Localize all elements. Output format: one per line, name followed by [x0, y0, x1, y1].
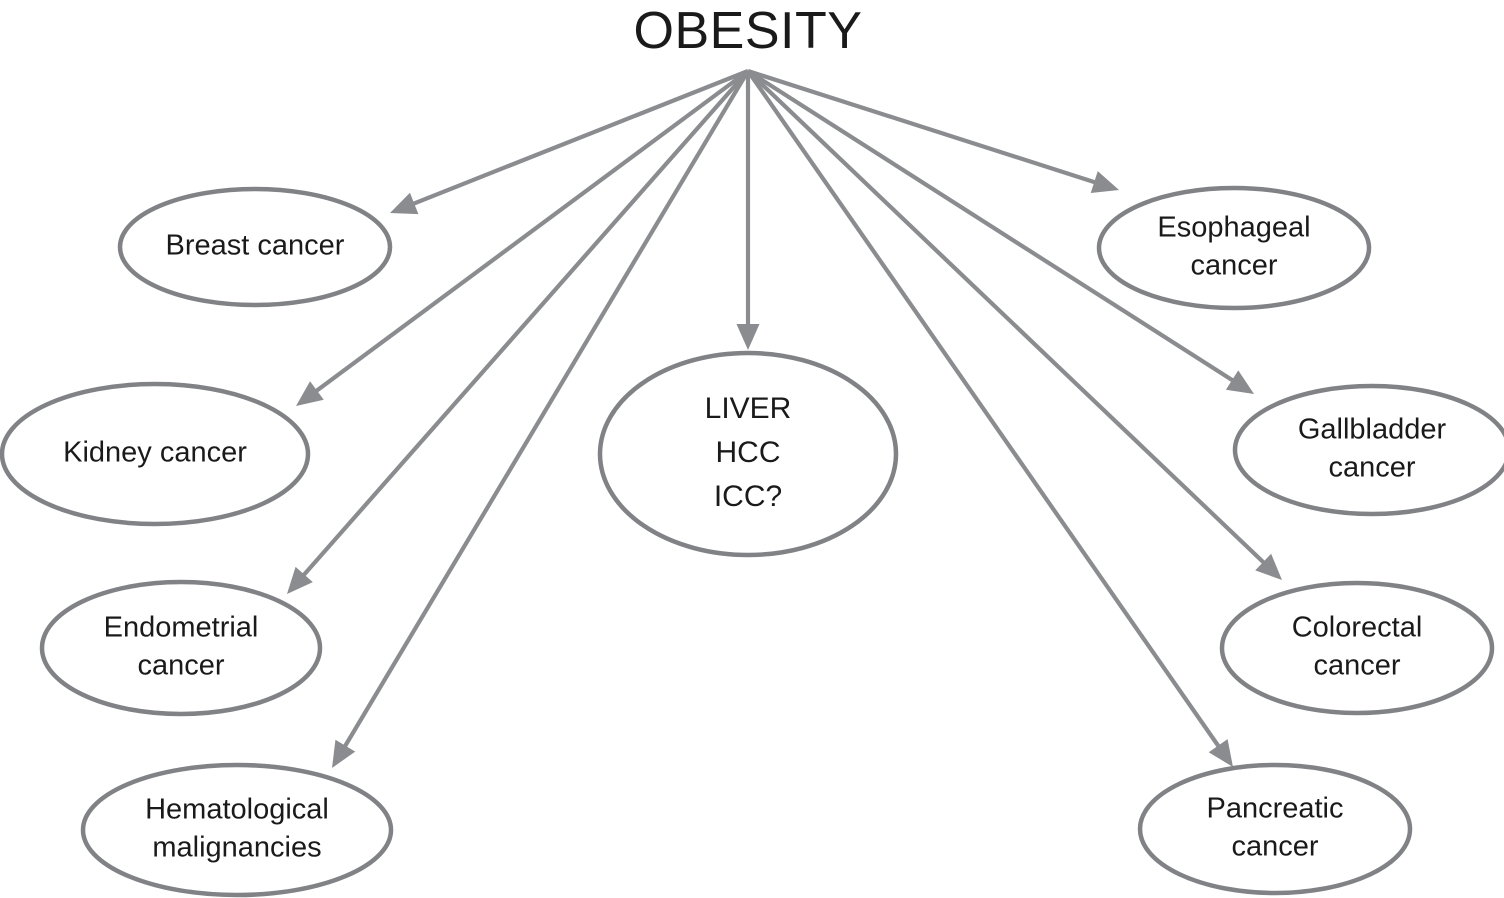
node-label-breast-cancer-line-0: Breast cancer [166, 230, 345, 262]
edge-line-endometrial-cancer [300, 69, 750, 579]
arrowhead-pancreatic-cancer [1208, 739, 1233, 767]
node-colorectal-cancer[interactable]: Colorectal cancer [1219, 580, 1495, 716]
node-label-esophageal-cancer-line-0: Esophageal [1157, 212, 1310, 244]
arrowhead-kidney-cancer [296, 381, 324, 406]
node-hematological-malignancies[interactable]: Hematological malignancies [80, 762, 394, 898]
node-kidney-cancer[interactable]: Kidney cancer [0, 381, 311, 527]
node-ellipse-hematological-malignancies[interactable] [80, 762, 394, 898]
arrowhead-gallbladder-cancer [1225, 370, 1254, 394]
arrowhead-colorectal-cancer [1255, 553, 1282, 580]
arrowhead-esophageal-cancer [1090, 171, 1119, 194]
node-label-kidney-cancer-line-0: Kidney cancer [63, 437, 247, 469]
edge-line-breast-cancer [410, 69, 749, 207]
node-breast-cancer[interactable]: Breast cancer [117, 186, 393, 308]
node-pancreatic-cancer[interactable]: Pancreatic cancer [1137, 762, 1413, 896]
node-label-pancreatic-cancer-line-1: cancer [1231, 831, 1318, 863]
edge-line-colorectal-cancer [746, 69, 1267, 566]
edge-line-esophageal-cancer [747, 69, 1098, 185]
node-label-colorectal-cancer-line-1: cancer [1313, 650, 1400, 682]
node-label-gallbladder-cancer-line-0: Gallbladder [1298, 414, 1447, 446]
node-ellipse-endometrial-cancer[interactable] [39, 579, 323, 717]
node-gallbladder-cancer[interactable]: Gallbladder cancer [1232, 383, 1504, 517]
node-label-esophageal-cancer-line-1: cancer [1190, 250, 1277, 282]
node-ellipse-colorectal-cancer[interactable] [1219, 580, 1495, 716]
arrowhead-endometrial-cancer [287, 566, 313, 594]
node-esophageal-cancer[interactable]: Esophageal cancer [1096, 185, 1372, 311]
arrowhead-breast-cancer [390, 192, 419, 215]
node-label-pancreatic-cancer-line-0: Pancreatic [1206, 793, 1343, 825]
node-label-gallbladder-cancer-line-1: cancer [1328, 452, 1415, 484]
node-ellipse-breast-cancer[interactable] [117, 186, 393, 308]
node-label-hematological-malignancies-line-1: malignancies [152, 832, 321, 864]
node-label-endometrial-cancer-line-0: Endometrial [104, 612, 259, 644]
node-ellipse-pancreatic-cancer[interactable] [1137, 762, 1413, 896]
diagram-title: OBESITY [634, 2, 863, 60]
edge-line-pancreatic-cancer [746, 69, 1222, 750]
node-ellipse-gallbladder-cancer[interactable] [1232, 383, 1504, 517]
node-label-colorectal-cancer-line-0: Colorectal [1292, 612, 1423, 644]
node-label-hematological-malignancies-line-0: Hematological [145, 794, 329, 826]
node-ellipse-liver-hcc-icc[interactable] [597, 350, 899, 558]
arrowhead-hematological-malignancies [332, 739, 356, 768]
arrowhead-liver-hcc-icc [736, 324, 760, 350]
node-liver-hcc-icc[interactable]: LIVER HCC ICC? [597, 350, 899, 558]
node-ellipse-kidney-cancer[interactable] [0, 381, 311, 527]
node-ellipse-esophageal-cancer[interactable] [1096, 185, 1372, 311]
node-label-liver-hcc-icc-line-0: LIVER [705, 392, 792, 425]
node-endometrial-cancer[interactable]: Endometrial cancer [39, 579, 323, 717]
edge-line-kidney-cancer [313, 69, 750, 394]
edge-line-hematological-malignancies [341, 69, 750, 750]
edge-line-gallbladder-cancer [746, 69, 1236, 384]
edges-layer [287, 69, 1282, 768]
node-label-endometrial-cancer-line-1: cancer [137, 650, 224, 682]
node-label-liver-hcc-icc-line-1: HCC [716, 436, 781, 469]
node-label-liver-hcc-icc-line-2: ICC? [714, 480, 782, 513]
